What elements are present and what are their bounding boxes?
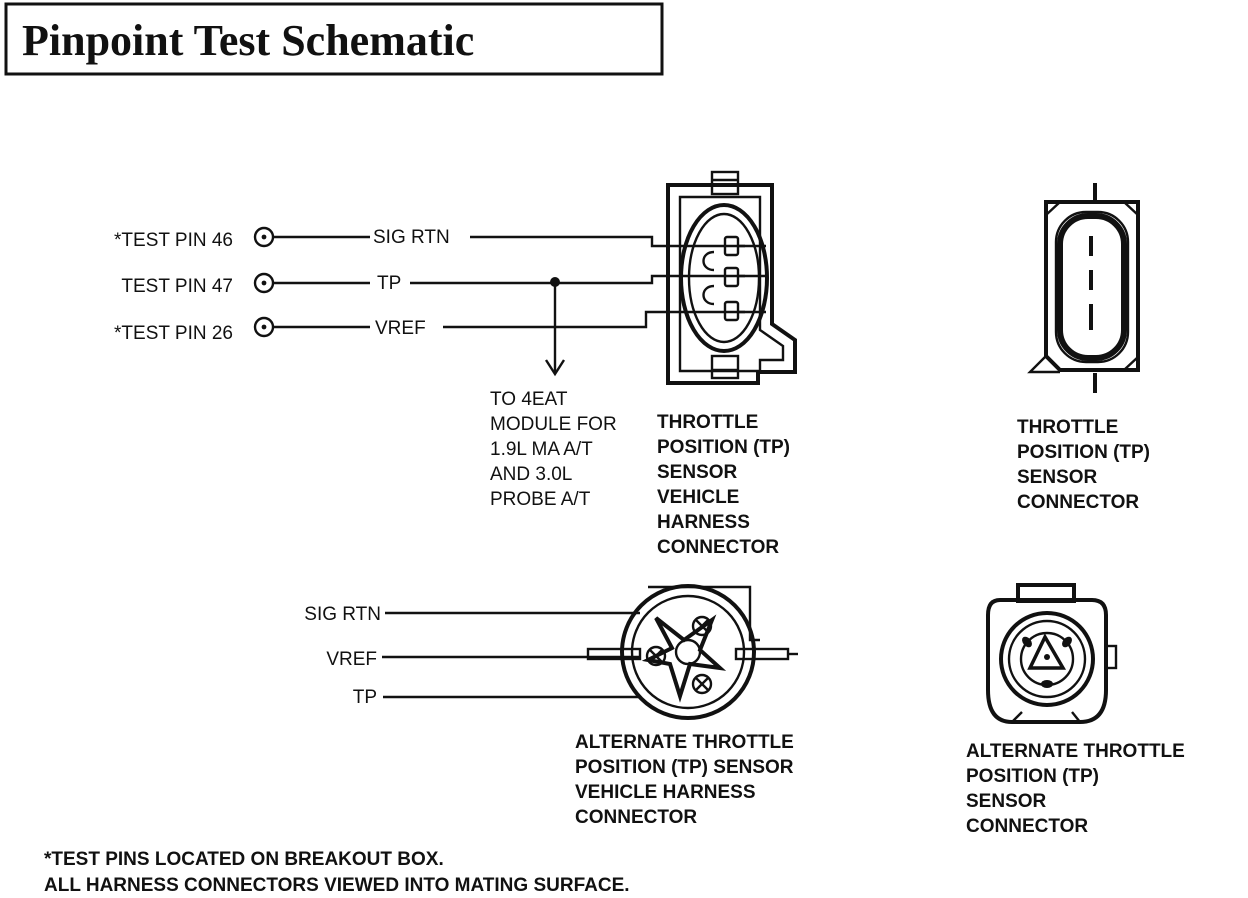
svg-text:VEHICLE: VEHICLE — [657, 487, 739, 508]
svg-text:TO 4EAT: TO 4EAT — [490, 389, 568, 410]
alt-wire-tp-label: TP — [353, 687, 377, 708]
svg-text:1.9L MA A/T: 1.9L MA A/T — [490, 439, 593, 460]
wire-tp-label: TP — [377, 273, 401, 294]
alt-terminal-2 — [645, 645, 667, 667]
svg-text:CONNECTOR: CONNECTOR — [575, 807, 697, 828]
svg-text:POSITION (TP): POSITION (TP) — [1017, 442, 1150, 463]
svg-text:SENSOR: SENSOR — [657, 462, 738, 483]
svg-text:PROBE A/T: PROBE A/T — [490, 489, 591, 510]
tp-harness-connector — [666, 170, 797, 385]
svg-text:SENSOR: SENSOR — [966, 791, 1047, 812]
svg-text:ALTERNATE THROTTLE: ALTERNATE THROTTLE — [575, 732, 794, 753]
page-title: Pinpoint Test Schematic — [22, 16, 474, 65]
svg-text:HARNESS: HARNESS — [657, 512, 750, 533]
test-pin-26-row: *TEST PIN 26 VREF — [114, 310, 745, 344]
test-pin-47-row: TEST PIN 47 TP — [121, 272, 745, 377]
footnote-test-pins: *TEST PINS LOCATED ON BREAKOUT BOX. — [44, 849, 444, 870]
svg-text:CONNECTOR: CONNECTOR — [966, 816, 1088, 837]
alt-tp-harness-connector — [586, 584, 798, 720]
arrow-down-icon — [544, 359, 566, 377]
svg-text:THROTTLE: THROTTLE — [657, 412, 758, 433]
svg-text:VEHICLE HARNESS: VEHICLE HARNESS — [575, 782, 756, 803]
wire-sig-rtn — [470, 235, 745, 248]
alt-tp-sensor-connector — [986, 583, 1118, 724]
title-box: Pinpoint Test Schematic — [4, 2, 664, 76]
alt-harness-label: ALTERNATE THROTTLE POSITION (TP) SENSOR … — [575, 732, 794, 828]
alt-terminal-3 — [691, 673, 713, 695]
svg-text:SENSOR: SENSOR — [1017, 467, 1098, 488]
alt-sensor-label: ALTERNATE THROTTLE POSITION (TP) SENSOR … — [966, 741, 1185, 837]
alt-terminal-1 — [691, 615, 713, 637]
tp-sensor-label: THROTTLE POSITION (TP) SENSOR CONNECTOR — [1017, 417, 1150, 513]
svg-text:ALTERNATE THROTTLE: ALTERNATE THROTTLE — [966, 741, 1185, 762]
svg-text:POSITION (TP): POSITION (TP) — [657, 437, 790, 458]
svg-text:CONNECTOR: CONNECTOR — [657, 537, 779, 558]
wire-vref-label: VREF — [375, 318, 426, 339]
wire-tp — [410, 274, 745, 285]
alt-harness-wires: SIG RTN VREF TP — [304, 604, 640, 708]
test-pin-47-label: TEST PIN 47 — [121, 276, 233, 297]
svg-text:MODULE FOR: MODULE FOR — [490, 414, 617, 435]
wire-sig-rtn-label: SIG RTN — [373, 227, 450, 248]
tp-sensor-connector — [1027, 183, 1140, 393]
svg-text:POSITION (TP) SENSOR: POSITION (TP) SENSOR — [575, 757, 794, 778]
svg-text:AND 3.0L: AND 3.0L — [490, 464, 572, 485]
test-pin-26-label: *TEST PIN 26 — [114, 323, 233, 344]
svg-text:CONNECTOR: CONNECTOR — [1017, 492, 1139, 513]
module-note: TO 4EAT MODULE FOR 1.9L MA A/T AND 3.0L … — [490, 389, 617, 510]
alt-wire-vref-label: VREF — [326, 649, 377, 670]
test-pin-46-row: *TEST PIN 46 SIG RTN — [114, 226, 745, 251]
footnote-mating-surface: ALL HARNESS CONNECTORS VIEWED INTO MATIN… — [44, 875, 630, 896]
footnotes: *TEST PINS LOCATED ON BREAKOUT BOX. ALL … — [44, 849, 630, 896]
test-pin-46-label: *TEST PIN 46 — [114, 230, 233, 251]
alt-wire-sig-rtn-label: SIG RTN — [304, 604, 381, 625]
tp-harness-label: THROTTLE POSITION (TP) SENSOR VEHICLE HA… — [657, 412, 790, 558]
svg-text:THROTTLE: THROTTLE — [1017, 417, 1118, 438]
svg-text:POSITION (TP): POSITION (TP) — [966, 766, 1099, 787]
